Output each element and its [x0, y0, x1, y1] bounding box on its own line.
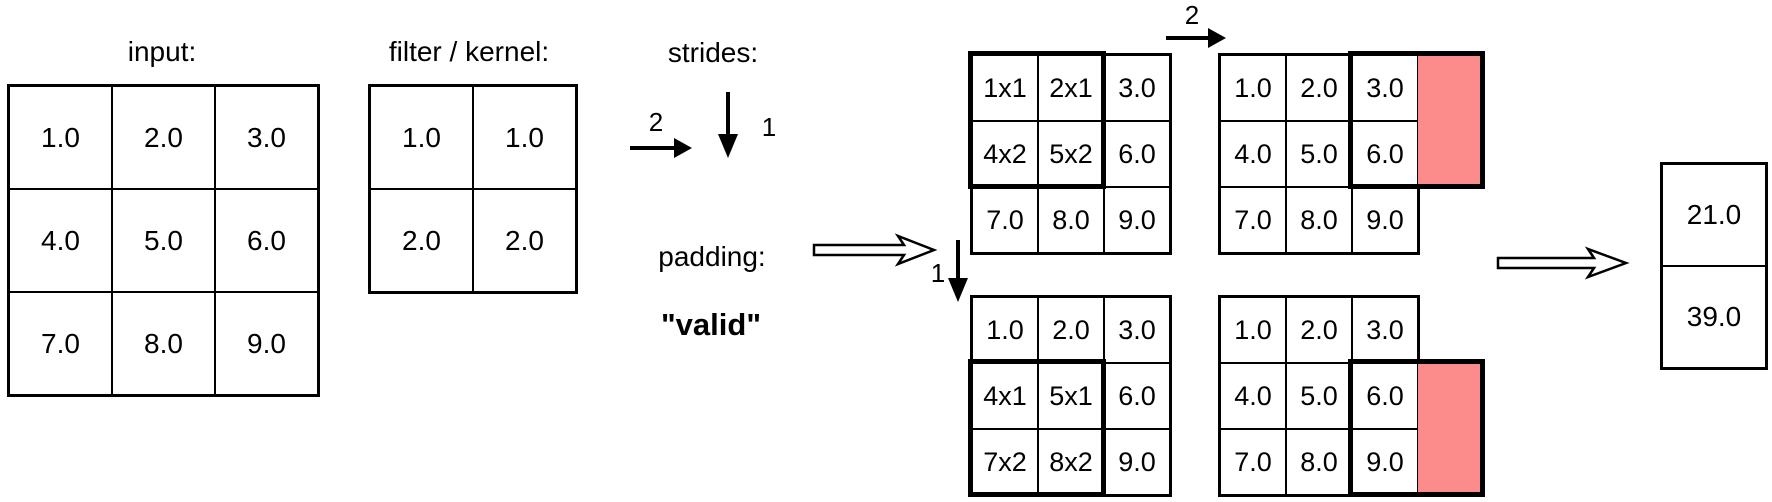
padding-label: padding: — [658, 241, 766, 272]
step-2-cell-r1c1: 5x1 — [1038, 363, 1104, 429]
m-input-cell-r0c0: 1.0 — [9, 86, 112, 189]
m-filter-cell-r0c1: 1.0 — [473, 86, 576, 189]
step-3-cell-r1c0: 4.0 — [1220, 363, 1286, 429]
step-0-cell-r1c1: 5x2 — [1038, 121, 1104, 187]
step-3-cell-r1c2: 6.0 — [1352, 363, 1418, 429]
strides-label: strides: — [667, 37, 759, 68]
filter-label: filter / kernel: — [388, 36, 550, 67]
step-2-cell-r2c0: 7x2 — [972, 429, 1038, 495]
step-1-cell-r2c0: 7.0 — [1220, 187, 1286, 253]
step-1-cell-r2c1: 8.0 — [1286, 187, 1352, 253]
m-filter-cell-r0c0: 1.0 — [370, 86, 473, 189]
step-stride-down-value: 1 — [930, 258, 946, 288]
step-3-cell-r2c2: 9.0 — [1352, 429, 1418, 495]
strides-horizontal-arrow-icon — [630, 138, 692, 158]
step-0-cell-r0c2: 3.0 — [1104, 55, 1170, 121]
step-0-cell-r0c1: 2x1 — [1038, 55, 1104, 121]
step-3-cell-r0c0: 1.0 — [1220, 297, 1286, 363]
m-output-cell-r1c0: 39.0 — [1662, 266, 1766, 368]
step-3-cell-r2c0: 7.0 — [1220, 429, 1286, 495]
m-filter-cell-r1c1: 2.0 — [473, 189, 576, 292]
m-input-cell-r1c1: 5.0 — [112, 189, 215, 292]
step-1-cell-r0c0: 1.0 — [1220, 55, 1286, 121]
m-input-cell-r0c2: 3.0 — [215, 86, 318, 189]
step-stride-right-arrow-icon — [1166, 28, 1226, 48]
step-0-cell-r1c0: 4x2 — [972, 121, 1038, 187]
m-filter-cell-r1c0: 2.0 — [370, 189, 473, 292]
stride-horizontal-value: 2 — [648, 107, 664, 137]
step-1-cell-r0c2: 3.0 — [1352, 55, 1418, 121]
stride-vertical-value: 1 — [761, 112, 777, 142]
step-3-cell-r0c1: 2.0 — [1286, 297, 1352, 363]
step-3-cell-r1c1: 5.0 — [1286, 363, 1352, 429]
step-2-cell-r0c0: 1.0 — [972, 297, 1038, 363]
step-2-cell-r2c1: 8x2 — [1038, 429, 1104, 495]
step-0-cell-r2c0: 7.0 — [972, 187, 1038, 253]
step-0-cell-r2c1: 8.0 — [1038, 187, 1104, 253]
flow-arrow-1-icon — [812, 233, 938, 267]
strides-vertical-arrow-icon — [718, 92, 738, 158]
padding-value: "valid" — [660, 307, 762, 342]
step-0-cell-r2c2: 9.0 — [1104, 187, 1170, 253]
m-input-cell-r0c1: 2.0 — [112, 86, 215, 189]
m-input-cell-r1c0: 4.0 — [9, 189, 112, 292]
step-2-cell-r2c2: 9.0 — [1104, 429, 1170, 495]
m-input-cell-r2c2: 9.0 — [215, 292, 318, 395]
step-1-cell-r1c2: 6.0 — [1352, 121, 1418, 187]
step-stride-down-arrow-icon — [948, 240, 968, 302]
m-input-cell-r2c0: 7.0 — [9, 292, 112, 395]
step-1-cell-r1c0: 4.0 — [1220, 121, 1286, 187]
flow-arrow-2-icon — [1496, 246, 1630, 280]
step-3-cell-r0c2: 3.0 — [1352, 297, 1418, 363]
step-0-cell-r0c0: 1x1 — [972, 55, 1038, 121]
step-stride-right-value: 2 — [1184, 0, 1200, 30]
conv-step-2-padding-cell — [1417, 54, 1481, 186]
step-2-cell-r1c0: 4x1 — [972, 363, 1038, 429]
step-1-cell-r2c2: 9.0 — [1352, 187, 1418, 253]
step-1-cell-r0c1: 2.0 — [1286, 55, 1352, 121]
step-3-cell-r2c1: 8.0 — [1286, 429, 1352, 495]
m-input-cell-r2c1: 8.0 — [112, 292, 215, 395]
input-label: input: — [127, 36, 197, 67]
step-2-cell-r0c2: 3.0 — [1104, 297, 1170, 363]
step-0-cell-r1c2: 6.0 — [1104, 121, 1170, 187]
m-output-cell-r0c0: 21.0 — [1662, 164, 1766, 266]
step-1-cell-r1c1: 5.0 — [1286, 121, 1352, 187]
conv-step-4-padding-cell — [1417, 362, 1481, 494]
step-2-cell-r1c2: 6.0 — [1104, 363, 1170, 429]
step-2-cell-r0c1: 2.0 — [1038, 297, 1104, 363]
m-input-cell-r1c2: 6.0 — [215, 189, 318, 292]
